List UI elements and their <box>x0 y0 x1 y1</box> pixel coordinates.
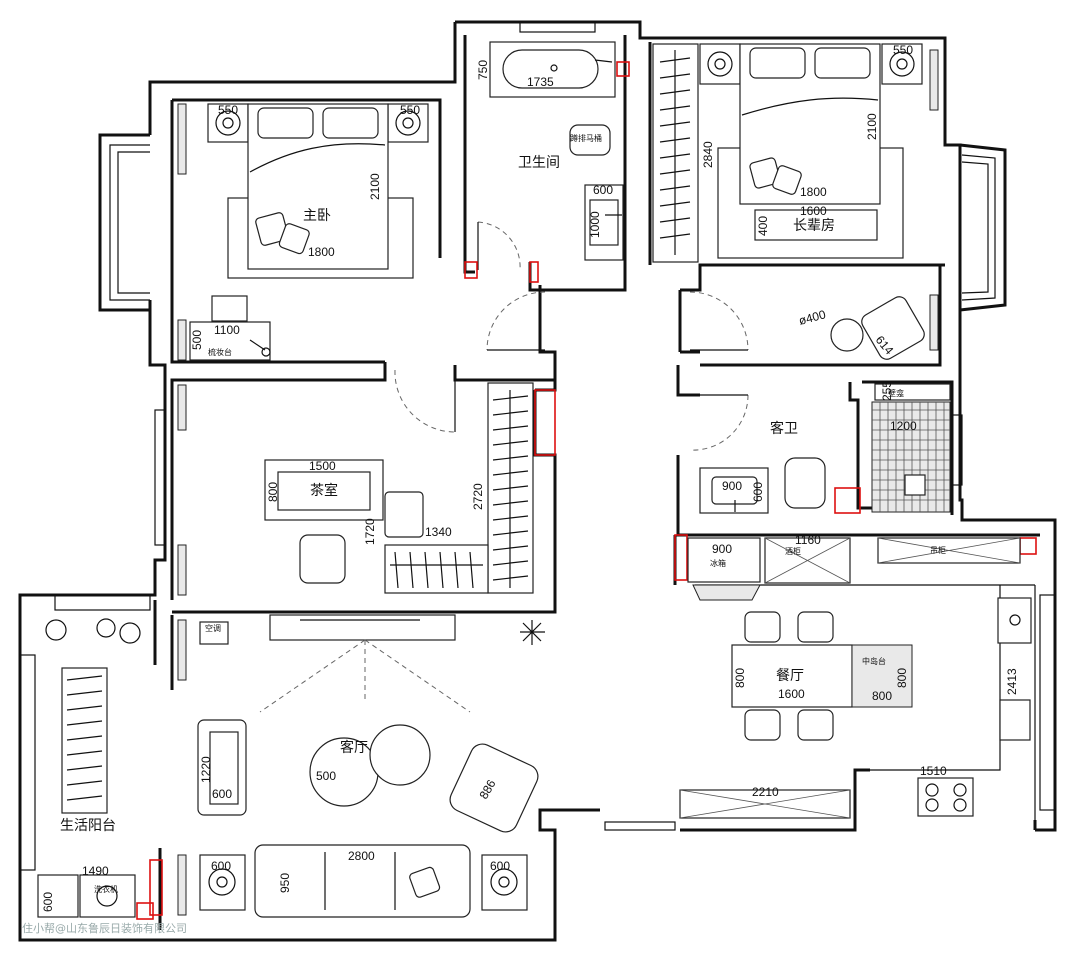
dim-gb-basin-w: 900 <box>722 479 742 493</box>
wall-niche-label: 壁龛 <box>888 388 904 398</box>
dim-tea-table-w: 1500 <box>309 459 336 473</box>
master-bedroom: 主卧 梳妆台 550 550 2100 1800 1100 500 <box>177 103 429 361</box>
dim-kitchen-len: 2413 <box>1005 668 1019 695</box>
wine-cabinet-label: 酒柜 <box>785 546 801 556</box>
dim-mb-nightstand-l: 550 <box>218 103 238 117</box>
dim-armchair-len: 1220 <box>199 756 213 783</box>
dim-island-d: 800 <box>872 689 892 703</box>
room-elder-room: 长辈房 <box>793 218 835 234</box>
watermark: 住小帮@山东鲁辰日装饰有限公司 <box>22 921 187 935</box>
dim-mb-bed-len: 2100 <box>368 173 382 200</box>
dim-er-bed-w: 1800 <box>800 185 827 199</box>
dim-din-table-w: 1600 <box>778 687 805 701</box>
room-bathroom: 卫生间 <box>518 155 560 171</box>
dim-er-nightstand: 550 <box>893 43 913 57</box>
room-dining: 餐厅 <box>776 668 804 684</box>
bathroom: 卫生间 蹲排马桶 750 1735 600 1000 <box>476 41 624 261</box>
dim-stove-w: 1510 <box>920 764 947 778</box>
dresser-label: 梳妆台 <box>208 347 232 357</box>
guest-bath: 客卫 壁龛 255 1200 900 600 <box>699 381 951 514</box>
dim-er-bench-d: 400 <box>756 216 770 236</box>
dim-mb-nightstand-r: 550 <box>400 103 420 117</box>
dim-sofa-d: 950 <box>278 873 292 893</box>
dim-din-table-d: 800 <box>733 668 747 688</box>
outer-walls <box>18 20 1057 942</box>
dim-mb-desk-d: 500 <box>190 330 204 350</box>
dim-er-table: ø400 <box>797 307 827 328</box>
dim-island-side: 800 <box>895 668 909 688</box>
elder-room: 长辈房 550 2840 2100 1800 1600 400 ø400 614 <box>652 43 939 360</box>
dim-er-bed-len: 2100 <box>865 113 879 140</box>
tea-room: 茶室 1500 800 2720 1720 1340 <box>177 382 534 596</box>
aircon-label: 空调 <box>205 623 221 633</box>
fridge-label: 冰箱 <box>710 558 726 568</box>
dim-er-bench-w: 1600 <box>800 204 827 218</box>
dining-kitchen: 餐厅 冰箱 酒柜 吊柜 中岛台 900 1160 800 1600 800 80… <box>679 533 1032 819</box>
dim-sofa-len: 2800 <box>348 849 375 863</box>
dim-gb-basin-d: 600 <box>751 482 765 502</box>
dim-gb-shower: 1200 <box>890 419 917 433</box>
room-master-bedroom: 主卧 <box>303 208 331 224</box>
living-room: 客厅 空调 1220 600 500 886 2800 950 600 600 <box>177 614 545 918</box>
plant-icon <box>520 620 545 645</box>
room-living: 客厅 <box>340 739 368 756</box>
dim-gb-niche: 255 <box>880 381 894 401</box>
dim-fridge-w: 900 <box>712 542 732 556</box>
dim-washer-w: 1490 <box>82 864 109 878</box>
dim-coffee-table: 500 <box>316 769 336 783</box>
dim-basin-w: 600 <box>593 183 613 197</box>
balcony: 生活阳台 洗衣机 1490 600 <box>37 618 141 918</box>
dim-tv-cab: 2210 <box>752 785 779 799</box>
room-tea-room: 茶室 <box>310 482 338 499</box>
dim-tea-wardrobe: 2720 <box>471 483 485 510</box>
dim-armchair-d: 600 <box>212 787 232 801</box>
dim-speaker-l: 600 <box>211 859 231 873</box>
dim-tea-shelf: 1720 <box>363 518 377 545</box>
doors <box>394 221 749 451</box>
room-guest-bath: 客卫 <box>770 420 798 437</box>
washer-label: 洗衣机 <box>94 884 118 894</box>
dim-tea-table-d: 800 <box>266 482 280 502</box>
dim-er-wardrobe: 2840 <box>701 141 715 168</box>
room-balcony: 生活阳台 <box>60 818 116 834</box>
dim-mb-desk-w: 1100 <box>214 323 240 337</box>
dim-sink-d: 600 <box>41 892 55 912</box>
tall-cabinet-label: 吊柜 <box>930 545 946 555</box>
shafts <box>136 61 1037 920</box>
dim-wine-w: 1160 <box>795 533 821 547</box>
toilet-label: 蹲排马桶 <box>570 133 602 143</box>
dim-mb-bed-w: 1800 <box>308 245 335 259</box>
island-label: 中岛台 <box>862 656 886 666</box>
dim-tub-d: 750 <box>476 60 490 80</box>
dim-speaker-r: 600 <box>490 859 510 873</box>
dim-tub-len: 1735 <box>527 75 554 89</box>
dim-basin-d: 1000 <box>588 211 602 238</box>
dim-tea-chair: 1340 <box>425 525 452 539</box>
